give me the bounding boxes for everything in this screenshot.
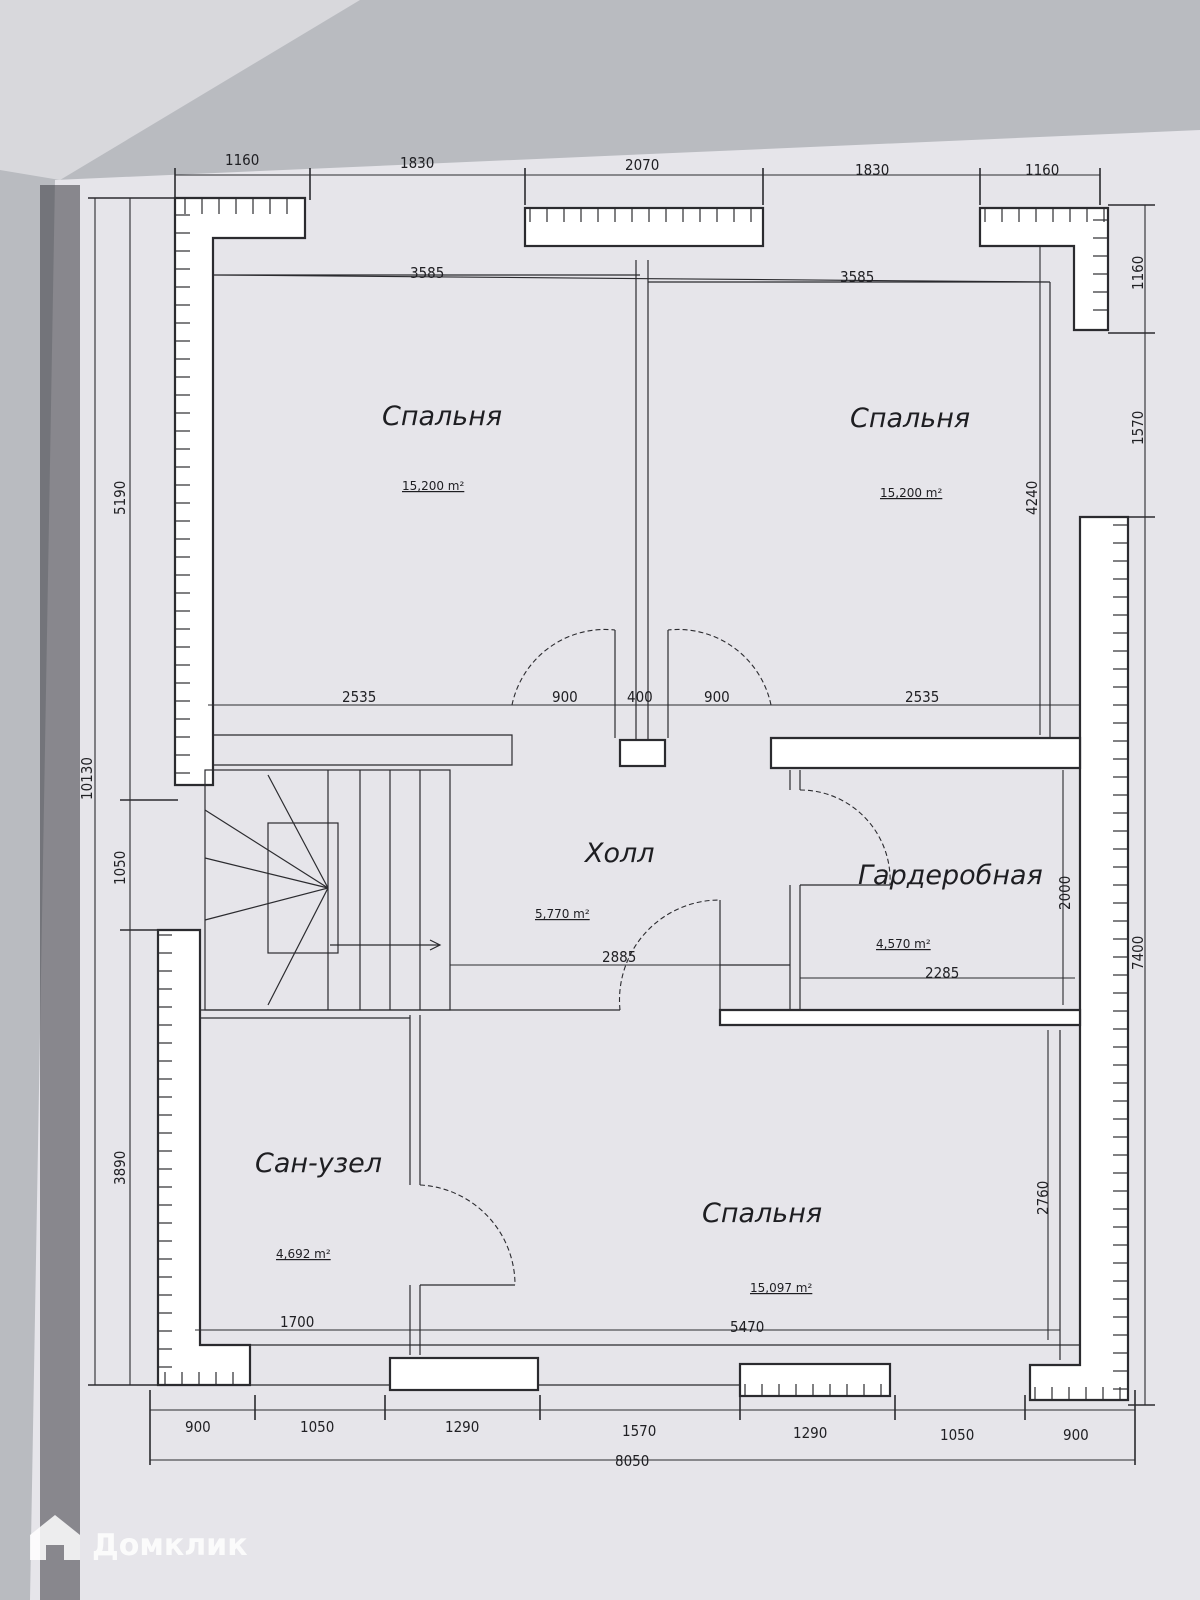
dim-left-overall: 10130: [78, 757, 96, 800]
paper-sheet: [30, 130, 1200, 1600]
paper-sheet-corner: [0, 0, 360, 180]
room-area-hall: 5,770 m²: [535, 907, 590, 921]
dimension-labels: 1160 1830 2070 1830 1160 3585 3585 2535 …: [78, 151, 1147, 1470]
dim-top-1: 1160: [225, 151, 259, 169]
room-area-bedroom-top-right: 15,200 m²: [880, 486, 942, 500]
dim-left-3: 3890: [111, 1151, 129, 1185]
page-binding-shadow: [40, 185, 80, 1600]
dim-bottom-7: 900: [1063, 1426, 1089, 1444]
room-labels: Спальня 15,200 m² Спальня 15,200 m² Холл…: [255, 401, 1043, 1295]
room-area-bathroom: 4,692 m²: [276, 1247, 331, 1261]
dim-mid-2: 900: [552, 688, 578, 706]
dim-top-4: 1830: [855, 161, 889, 179]
watermark: Домклик: [30, 1515, 248, 1563]
room-name-hall: Холл: [583, 838, 655, 869]
dim-top-5: 1160: [1025, 161, 1059, 179]
doors: [419, 628, 891, 1286]
room-name-wardrobe: Гардеробная: [858, 860, 1043, 891]
dim-left-2: 1050: [111, 851, 129, 885]
dim-wardrobe-height: 2000: [1056, 876, 1074, 910]
dim-wardrobe-width: 2285: [925, 964, 959, 982]
dim-mid-5: 2535: [905, 688, 939, 706]
room-area-bedroom-top-left: 15,200 m²: [402, 479, 464, 493]
interior-walls: [200, 260, 1082, 1386]
dim-total-width: 8050: [615, 1452, 649, 1470]
dim-bottom-inner-2: 5470: [730, 1318, 764, 1336]
brick-hatching: [158, 198, 1128, 1400]
dimension-lines: [88, 168, 1155, 1465]
dim-top-2: 1830: [400, 154, 434, 172]
watermark-house-icon: [30, 1515, 80, 1560]
dim-bottom-2: 1050: [300, 1418, 334, 1436]
dim-right-2: 1570: [1129, 411, 1147, 445]
dim-top-3: 2070: [625, 156, 659, 174]
room-name-bathroom: Сан-узел: [255, 1148, 382, 1179]
dim-inner-top-1: 3585: [410, 264, 444, 282]
dim-bottom-6: 1050: [940, 1426, 974, 1444]
dim-bottom-4: 1570: [622, 1422, 656, 1440]
dim-mid-4: 900: [704, 688, 730, 706]
outer-walls: [156, 196, 1130, 1402]
room-area-wardrobe: 4,570 m²: [876, 937, 931, 951]
dim-bottom-bedroom-height: 2760: [1034, 1181, 1052, 1215]
dim-bedroom-height: 4240: [1023, 481, 1041, 515]
room-name-bedroom-bottom: Спальня: [702, 1198, 822, 1229]
dim-left-1: 5190: [111, 481, 129, 515]
dim-bottom-inner-1: 1700: [280, 1313, 314, 1331]
dim-right-1: 1160: [1129, 256, 1147, 290]
dim-inner-top-2: 3585: [840, 268, 874, 286]
dim-bottom-3: 1290: [445, 1418, 479, 1436]
dim-mid-3: 400: [627, 688, 653, 706]
room-name-bedroom-top-right: Спальня: [850, 403, 970, 434]
watermark-text: Домклик: [92, 1528, 248, 1563]
room-area-bedroom-bottom: 15,097 m²: [750, 1281, 812, 1295]
dim-bottom-1: 900: [185, 1418, 211, 1436]
dim-bottom-5: 1290: [793, 1424, 827, 1442]
dim-mid-1: 2535: [342, 688, 376, 706]
dim-right-3: 7400: [1129, 936, 1147, 970]
room-name-bedroom-top-left: Спальня: [382, 401, 502, 432]
dim-hall-width: 2885: [602, 948, 636, 966]
